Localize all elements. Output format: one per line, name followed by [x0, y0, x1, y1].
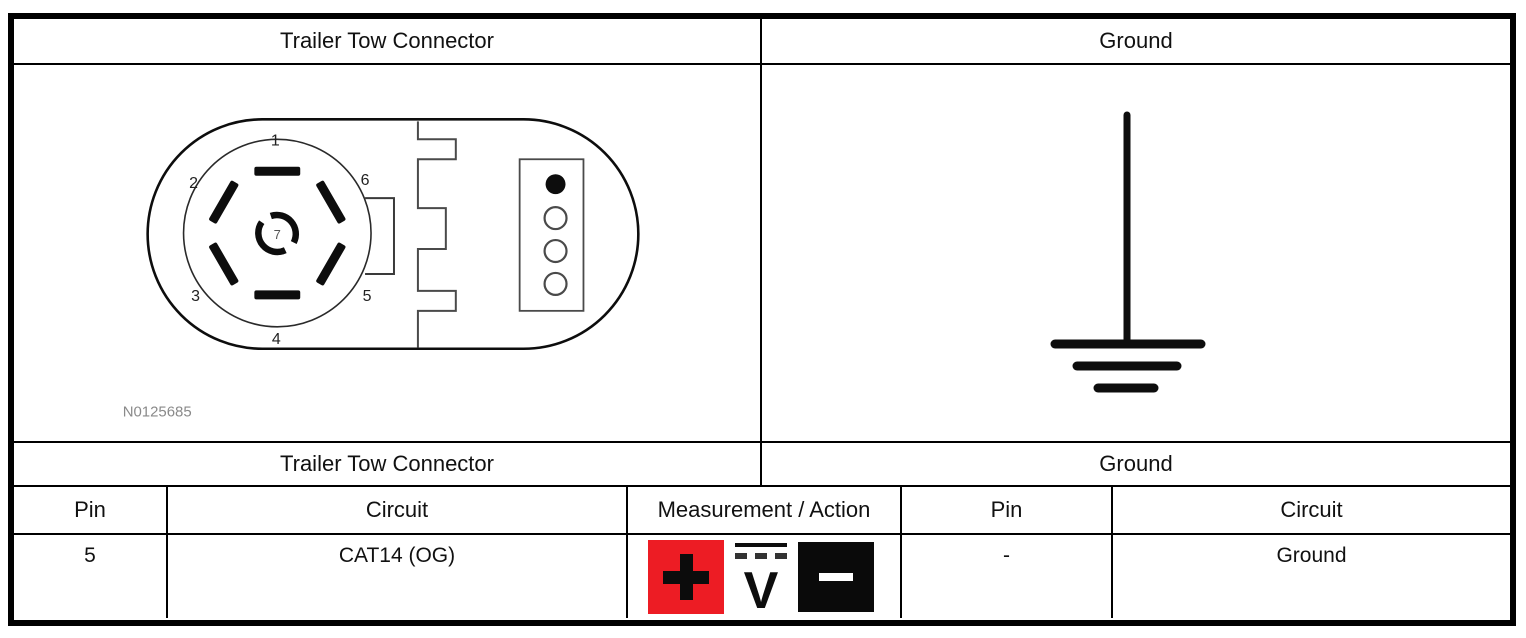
plus-icon: [663, 554, 709, 600]
circuit-value-left: CAT14 (OG): [168, 535, 628, 618]
minus-icon: [819, 573, 853, 581]
figure-id-label: N0125685: [123, 404, 192, 421]
positive-probe-icon: [648, 540, 724, 614]
data-row: 5 CAT14 (OG) V - Ground: [14, 533, 1510, 618]
wiring-pinout-table: Trailer Tow Connector Ground: [8, 13, 1516, 626]
col-header-circuit-right: Circuit: [1280, 497, 1343, 522]
connector-section-title: Trailer Tow Connector: [14, 19, 762, 63]
pin-label-7: 7: [274, 227, 281, 242]
ground-symbol-cell: [762, 65, 1510, 441]
col-header-measurement: Measurement / Action: [628, 487, 902, 533]
connector-face-drawing-icon: 1 2 3 4 5 6 7 N0125685: [123, 118, 640, 421]
ground-table-title: Ground: [1099, 451, 1173, 476]
dc-voltmeter-icon: V: [735, 543, 787, 614]
voltmeter-letter: V: [744, 562, 779, 614]
section-title-row: Trailer Tow Connector Ground: [14, 19, 1510, 63]
column-header-row: Pin Circuit Measurement / Action Pin Cir…: [14, 485, 1510, 533]
table-title-row: Trailer Tow Connector Ground: [14, 441, 1510, 485]
connector-table-title: Trailer Tow Connector: [14, 443, 762, 485]
trailer-tow-connector-diagram: 1 2 3 4 5 6 7 N0125685: [14, 65, 762, 441]
measurement-action-cell: V: [628, 535, 902, 618]
negative-probe-icon: [798, 542, 874, 612]
col-header-pin-right: Pin: [902, 487, 1113, 533]
pin-label-5: 5: [363, 288, 372, 305]
col-header-pin-left: Pin: [14, 487, 168, 533]
col-header-circuit-left: Circuit: [168, 487, 628, 533]
circuit-value-right: Ground: [1276, 544, 1347, 567]
pin-slots: [209, 166, 346, 300]
pin-value-left: 5: [14, 535, 168, 618]
pin-label-2: 2: [189, 175, 198, 192]
pin-value-right: -: [902, 535, 1113, 618]
measurement-icon-strip: V: [648, 540, 874, 614]
ground-symbol-icon: [1050, 111, 1206, 393]
pin-number-labels: 1 2 3 4 5 6 7: [189, 132, 372, 347]
pin-label-3: 3: [191, 288, 200, 305]
ground-section-title: Ground: [1099, 28, 1173, 53]
pin-label-4: 4: [272, 331, 281, 348]
diagram-row: 1 2 3 4 5 6 7 N0125685: [14, 63, 1510, 441]
pin-label-1: 1: [271, 132, 280, 149]
pin-label-6: 6: [361, 172, 370, 189]
center-pin-ring: [255, 211, 299, 256]
